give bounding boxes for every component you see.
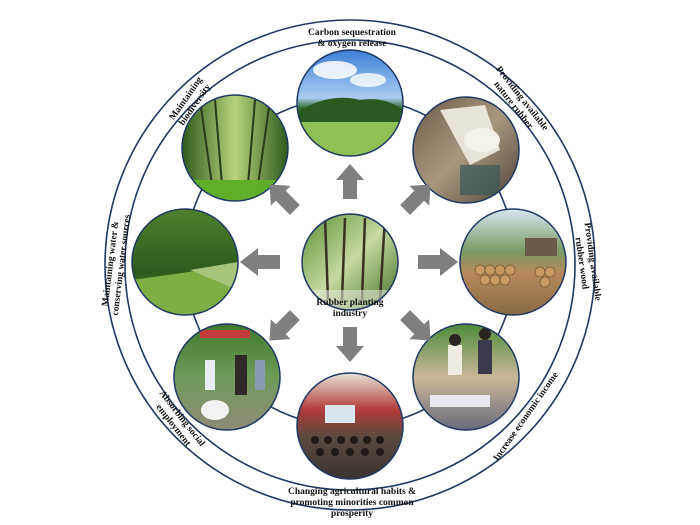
center-label-line1: Rubber planting [316, 298, 383, 308]
arrow-down [336, 327, 364, 362]
label-habits-line1: Changing agricultural habits & [288, 487, 416, 497]
photo-rubber-wood [459, 208, 567, 316]
label-carbon-line2: & oxygen release [318, 39, 387, 49]
arrow-up-left [269, 184, 300, 215]
photo-carbon-sequestration [296, 49, 404, 157]
label-habits-line3: prosperity [331, 509, 373, 519]
arrow-down-left [269, 310, 300, 341]
photo-center-rubber-plantation [301, 213, 399, 311]
photo-economic-income [412, 323, 520, 431]
arrow-left [240, 248, 280, 276]
arrow-up-right [400, 184, 431, 215]
arrow-right [418, 248, 458, 276]
photo-water-sources [131, 208, 239, 316]
center-label-line2: industry [333, 309, 368, 319]
photo-nature-rubber [412, 96, 520, 204]
label-habits-line2: promoting minorities common [290, 498, 414, 508]
arrow-up [336, 164, 364, 199]
arrows [240, 164, 458, 362]
photo-social-employment [173, 323, 281, 431]
label-carbon-line1: Carbon sequestration [308, 28, 397, 38]
arrow-down-right [400, 310, 431, 341]
photo-agricultural-habits [296, 372, 404, 480]
outer-ring [104, 19, 596, 511]
middle-ring [124, 39, 576, 491]
